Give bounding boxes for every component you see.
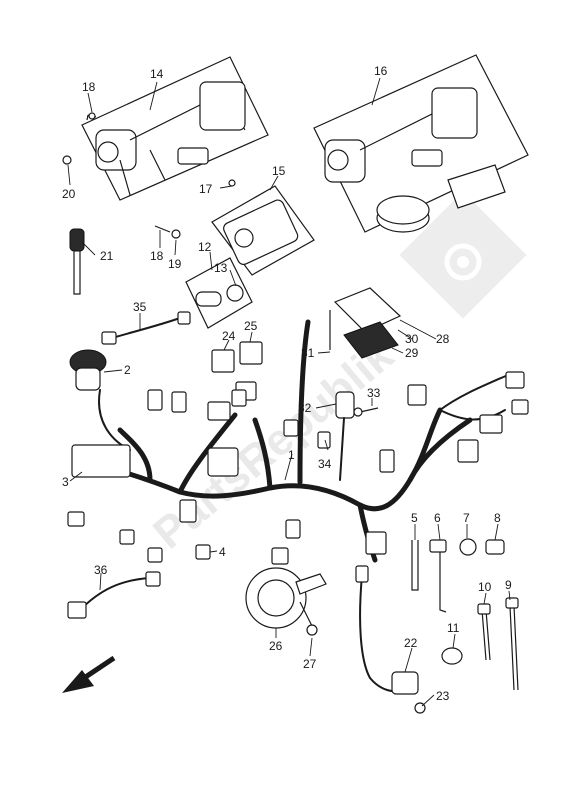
- callout-19: 19: [168, 257, 182, 271]
- gear-watermark-icon: [399, 191, 527, 319]
- callout-26: 26: [269, 639, 283, 653]
- callout-36: 36: [94, 563, 108, 577]
- sensor-32: [317, 391, 379, 481]
- callout-3: 3: [62, 475, 69, 489]
- callout-2: 2: [124, 363, 131, 377]
- callout-25: 25: [244, 319, 258, 333]
- callout-35: 35: [133, 300, 147, 314]
- callout-16: 16: [374, 64, 388, 78]
- callout-23: 23: [436, 689, 450, 703]
- callout-12: 12: [198, 240, 212, 254]
- callout-34: 34: [318, 457, 332, 471]
- clamps-5-11: [411, 538, 519, 691]
- callout-5: 5: [411, 511, 418, 525]
- clip-4: [195, 544, 211, 560]
- callout-18-top: 18: [82, 80, 96, 94]
- callout-24: 24: [222, 329, 236, 343]
- callout-8: 8: [494, 511, 501, 525]
- key-21: [69, 228, 85, 295]
- callout-22: 22: [404, 636, 418, 650]
- ignition-switch-set-14: [81, 56, 269, 201]
- callout-10: 10: [478, 580, 492, 594]
- lead-wire-36: [67, 571, 161, 619]
- callout-4: 4: [219, 545, 226, 559]
- callout-32: 32: [298, 401, 312, 415]
- wire-lead-22: [355, 565, 426, 714]
- lead-wire-35: [101, 311, 191, 345]
- ignition-switch-2: [69, 349, 107, 391]
- leader-lines: [67, 77, 511, 707]
- callout-1: 1: [288, 448, 295, 462]
- relays-24-25: [211, 341, 263, 373]
- control-unit-28: [329, 287, 402, 359]
- callout-20: 20: [62, 187, 76, 201]
- callout-9: 9: [505, 578, 512, 592]
- horn-26: [245, 567, 327, 636]
- callout-21: 21: [100, 249, 114, 263]
- front-direction-arrow-icon: [62, 655, 116, 693]
- callout-28: 28: [436, 332, 450, 346]
- callout-13: 13: [214, 261, 228, 275]
- callout-14: 14: [150, 67, 164, 81]
- main-wiring-harness-1: [67, 319, 529, 565]
- callout-18-bottom: 18: [150, 249, 164, 263]
- lock-12: [185, 257, 253, 329]
- callout-30: 30: [405, 332, 419, 346]
- callout-11: 11: [447, 621, 460, 635]
- callout-29: 29: [405, 346, 419, 360]
- callout-7: 7: [463, 511, 470, 525]
- callout-6: 6: [434, 511, 441, 525]
- callout-15: 15: [272, 164, 286, 178]
- switch-15: [211, 185, 315, 276]
- callout-33: 33: [367, 386, 381, 400]
- callout-17: 17: [199, 182, 213, 196]
- small-fasteners: [62, 112, 236, 239]
- callout-numbers: 1 2 3 4 5 6 7 8 9 10 11 12 13 14 15 16 1…: [62, 64, 512, 703]
- lock-set-16: [313, 54, 529, 233]
- callout-27: 27: [303, 657, 317, 671]
- callout-31: 31: [301, 346, 315, 360]
